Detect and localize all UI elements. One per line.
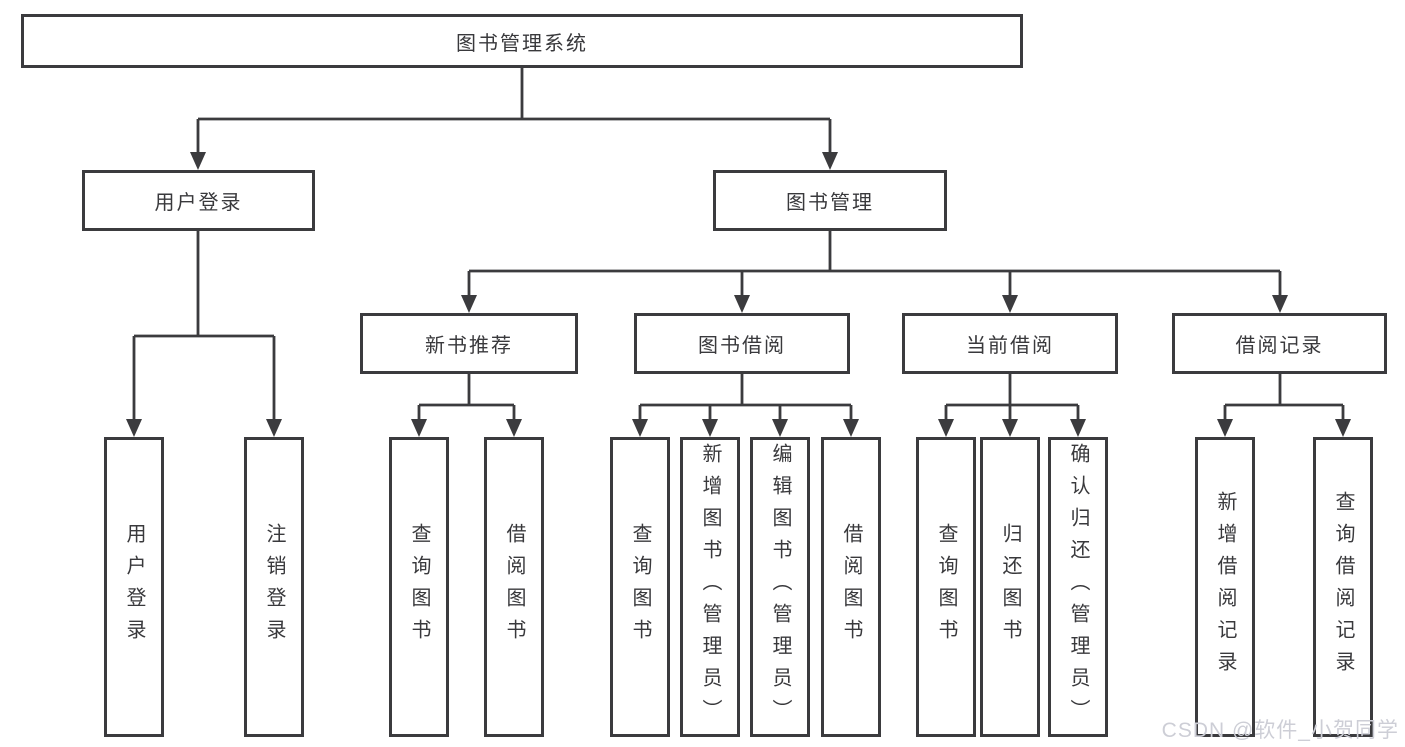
leaf-borrow-book-borrow-label: 借阅图书 [840,523,862,651]
csdn-watermark: CSDN @软件_小贺同学 [1161,719,1399,742]
leaf-query-book-current-label: 查询图书 [935,523,957,651]
node-user-login: 用户登录 [82,170,315,231]
leaf-confirm-return-admin-label: 确认归还（管理员） [1067,443,1089,731]
leaf-add-borrow-record-label: 新增借阅记录 [1214,491,1236,683]
leaf-query-book-recommend: 查询图书 [389,437,449,737]
leaf-query-book-current: 查询图书 [916,437,976,737]
node-root-label: 图书管理系统 [456,32,588,55]
leaf-confirm-return-admin: 确认归还（管理员） [1048,437,1108,737]
node-root: 图书管理系统 [21,14,1023,68]
leaf-query-book-borrow-label: 查询图书 [629,523,651,651]
connector-path [132,68,1345,422]
node-current-borrow: 当前借阅 [902,313,1118,374]
node-book-management: 图书管理 [713,170,947,231]
leaf-query-borrow-record: 查询借阅记录 [1313,437,1373,737]
node-user-login-label: 用户登录 [154,192,243,214]
node-book-management-label: 图书管理 [786,192,874,214]
leaf-logout-label: 注销登录 [263,523,285,651]
leaf-user-login: 用户登录 [104,437,164,737]
leaf-borrow-book-recommend-label: 借阅图书 [503,523,525,651]
node-book-borrow: 图书借阅 [634,313,850,374]
leaf-query-book-recommend-label: 查询图书 [408,523,430,651]
leaf-logout: 注销登录 [244,437,304,737]
leaf-borrow-book-borrow: 借阅图书 [821,437,881,737]
leaf-query-borrow-record-label: 查询借阅记录 [1332,491,1354,683]
leaf-borrow-book-recommend: 借阅图书 [484,437,544,737]
leaf-edit-book-admin-label: 编辑图书（管理员） [769,443,791,731]
leaf-return-book-label: 归还图书 [999,523,1021,651]
node-borrow-record: 借阅记录 [1172,313,1387,374]
leaf-user-login-label: 用户登录 [123,523,145,651]
leaf-add-book-admin-label: 新增图书（管理员） [699,443,721,731]
node-new-book-recommend: 新书推荐 [360,313,578,374]
leaf-query-book-borrow: 查询图书 [610,437,670,737]
node-new-book-recommend-label: 新书推荐 [425,335,513,357]
leaf-edit-book-admin: 编辑图书（管理员） [750,437,810,737]
node-book-borrow-label: 图书借阅 [698,335,786,357]
leaf-return-book: 归还图书 [980,437,1040,737]
node-current-borrow-label: 当前借阅 [966,335,1054,357]
leaf-add-book-admin: 新增图书（管理员） [680,437,740,737]
node-borrow-record-label: 借阅记录 [1235,335,1324,357]
leaf-add-borrow-record: 新增借阅记录 [1195,437,1255,737]
